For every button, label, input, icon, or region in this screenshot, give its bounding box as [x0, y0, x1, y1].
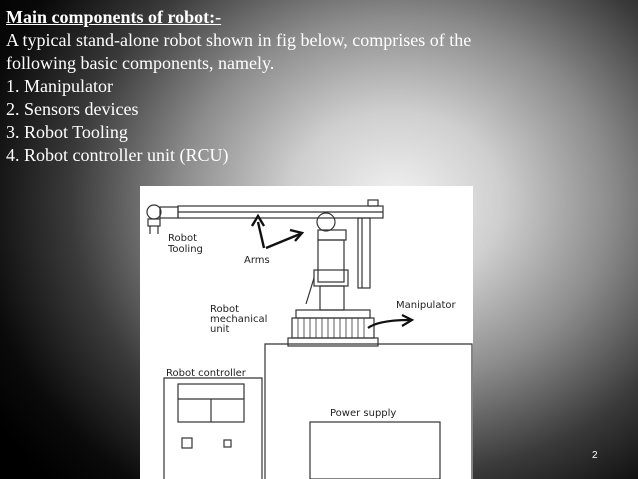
label-tooling-line2: Tooling — [167, 244, 203, 255]
intro-line-1: A typical stand-alone robot shown in fig… — [6, 30, 472, 50]
slide-text: Main components of robot:- A typical sta… — [6, 6, 626, 167]
controller-cabinet — [163, 377, 263, 479]
column-strut — [305, 277, 315, 305]
list-item-rcu: 4. Robot controller unit (RCU) — [6, 145, 229, 165]
label-mech-line1: Robot — [210, 304, 239, 315]
label-mech-line2: mechanical — [210, 314, 267, 325]
robot-figure: Robot Tooling Arms Robot mechanical unit… — [140, 186, 473, 479]
controller-button-left — [181, 437, 193, 449]
arms-arrow-icon — [250, 213, 305, 250]
power-supply-enclosure — [264, 343, 473, 479]
label-manipulator: Manipulator — [396, 300, 457, 311]
list-item-manipulator: 1. Manipulator — [6, 76, 113, 96]
page-number: 2 — [592, 450, 598, 461]
list-item-tooling: 3. Robot Tooling — [6, 122, 128, 142]
intro-line-2: following basic components, namely. — [6, 53, 275, 73]
label-controller: Robot controller — [166, 368, 247, 379]
wrist-joint — [159, 206, 179, 219]
slide-heading: Main components of robot:- — [6, 7, 222, 27]
lower-column — [319, 285, 345, 311]
power-supply-box — [309, 421, 441, 479]
turntable-base — [287, 337, 379, 347]
turntable-ribs — [297, 318, 365, 338]
shoulder-joint — [316, 212, 336, 232]
robot-diagram: Robot Tooling Arms Robot mechanical unit… — [146, 199, 473, 479]
label-tooling-line1: Robot — [168, 233, 197, 244]
shoulder-block — [317, 229, 347, 241]
label-power-supply: Power supply — [330, 408, 396, 419]
gripper-body — [147, 218, 161, 227]
controller-button-right — [223, 439, 232, 448]
turntable-top — [295, 309, 371, 319]
list-item-sensors: 2. Sensors devices — [6, 99, 139, 119]
gripper-icon — [146, 204, 162, 220]
column-joint — [313, 269, 349, 287]
manipulator-arrow-icon — [367, 314, 415, 329]
actuator-cylinder — [357, 217, 371, 289]
arm-end-cap — [367, 199, 379, 207]
upper-column — [317, 239, 345, 283]
label-arms: Arms — [244, 255, 270, 266]
label-mech-line3: unit — [210, 324, 229, 335]
